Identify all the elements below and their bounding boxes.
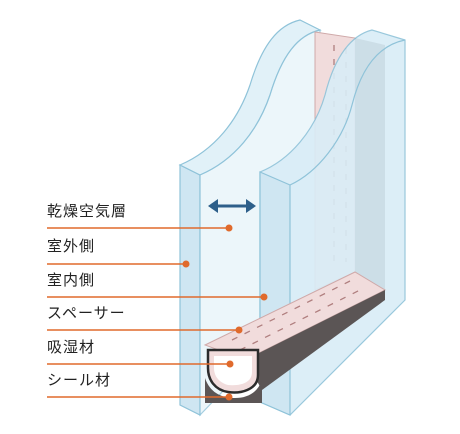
- outer-glass-pane-front: [179, 164, 201, 416]
- label-outer-glass: 室外側: [47, 237, 96, 255]
- label-dry-air-layer: 乾燥空気層: [47, 202, 128, 220]
- air-gap-arrow-icon: [208, 199, 256, 213]
- label-spacer: スペーサー: [47, 304, 126, 322]
- label-sealant: シール材: [47, 371, 112, 389]
- label-inner-glass: 室内側: [47, 271, 96, 289]
- leader-lines: [47, 224, 268, 401]
- label-desiccant: 吸湿材: [47, 338, 96, 356]
